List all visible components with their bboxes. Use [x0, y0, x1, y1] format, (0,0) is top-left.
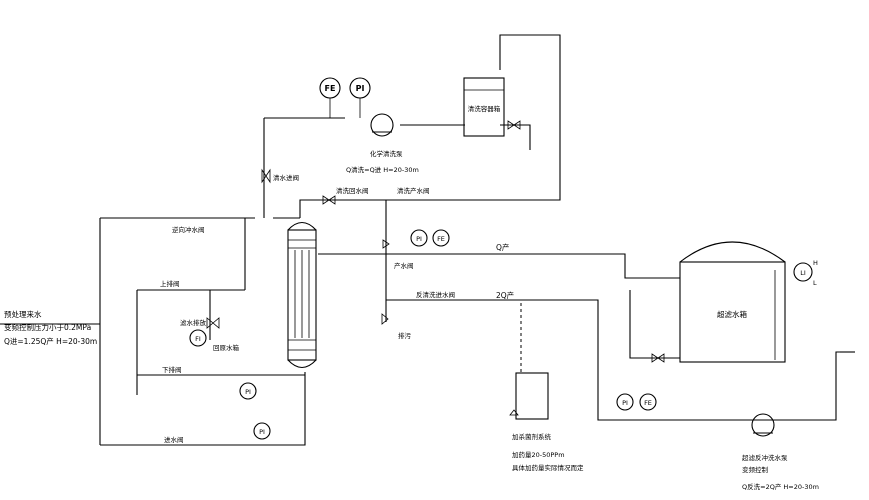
filter-drain-label: 滤水排放 — [180, 318, 207, 327]
svg-text:PI: PI — [259, 428, 265, 436]
svg-text:PI: PI — [356, 84, 365, 93]
backwash-pump-label: 超滤反冲洗水泵 — [742, 453, 788, 462]
drain-label: 排污 — [398, 331, 412, 340]
wash-produce-label: 清洗产水阀 — [397, 186, 430, 195]
dosing-tank — [509, 372, 549, 420]
chem-pump-spec: Q清洗=Q进 H=20-30m — [346, 165, 419, 174]
product-valve-label: 产水阀 — [394, 261, 414, 270]
reverse-flush-valve-label: 逆向冲水阀 — [172, 225, 205, 234]
inlet-line1: 预处理来水 — [4, 309, 42, 319]
cleaning-tank-label: 清洗容器箱 — [468, 104, 501, 113]
lower-drain-label: 下排阀 — [162, 365, 182, 374]
dosing-title: 加杀菌剂系统 — [512, 432, 552, 441]
svg-text:FI: FI — [195, 335, 201, 343]
svg-text:FE: FE — [437, 235, 445, 243]
svg-text:PI: PI — [622, 399, 628, 407]
backwash-pump-ctrl: 变频控制 — [742, 465, 769, 474]
svg-text:FE: FE — [644, 399, 652, 407]
instrument-pi-left: PI — [239, 382, 257, 400]
instrument-pi-product: PI — [410, 229, 428, 247]
chemical-pump — [370, 113, 394, 137]
product-flow-label: Q产 — [496, 242, 509, 252]
instrument-pi-backwash: PI — [616, 393, 634, 411]
raw-tank-label: 回原水箱 — [213, 343, 240, 352]
instrument-pi-bottom: PI — [253, 422, 271, 440]
svg-text:LI: LI — [800, 269, 806, 277]
backwash-inlet-label: 反清洗进水阀 — [416, 290, 455, 299]
uf-tank: 超滤水箱 — [679, 241, 786, 363]
cleaning-tank: 清洗容器箱 — [463, 77, 505, 137]
upper-drain-label: 上排阀 — [160, 279, 180, 288]
inlet-line2: 变频控制压力小于0.2MPa — [4, 322, 91, 332]
instrument-fe-top: FE — [319, 77, 341, 118]
dosing-note: 具体加药量实际情况而定 — [512, 463, 584, 472]
instrument-fe-backwash: FE — [639, 393, 657, 411]
svg-text:L: L — [813, 279, 817, 287]
wash-return-label: 清洗回水阀 — [336, 186, 369, 195]
instrument-fi: FI — [189, 329, 207, 347]
instrument-fe-product: FE — [432, 229, 450, 247]
backwash-pump-spec: Q反洗=2Q产 H=20-30m — [742, 482, 819, 491]
svg-text:PI: PI — [245, 388, 251, 396]
instrument-pi-top: PI — [349, 77, 371, 118]
uf-tank-label: 超滤水箱 — [717, 309, 747, 319]
piping — [0, 34, 855, 446]
svg-text:FE: FE — [325, 84, 336, 93]
backwash-flow-label: 2Q产 — [496, 290, 514, 300]
instrument-li: LI H L — [793, 259, 818, 287]
svg-text:PI: PI — [416, 235, 422, 243]
svg-text:H: H — [813, 259, 818, 267]
backwash-pump — [751, 413, 775, 437]
inlet-line3: Q进=1.25Q产 H=20-30m — [4, 336, 97, 346]
uf-membrane — [287, 221, 317, 369]
chem-pump-label: 化学清洗泵 — [370, 149, 403, 158]
clear-inlet-label: 清水进阀 — [273, 173, 299, 182]
valve-symbols — [206, 120, 665, 363]
dosing-amount: 加药量20-50PPm — [512, 450, 565, 459]
inlet-valve-label: 进水阀 — [164, 435, 184, 444]
